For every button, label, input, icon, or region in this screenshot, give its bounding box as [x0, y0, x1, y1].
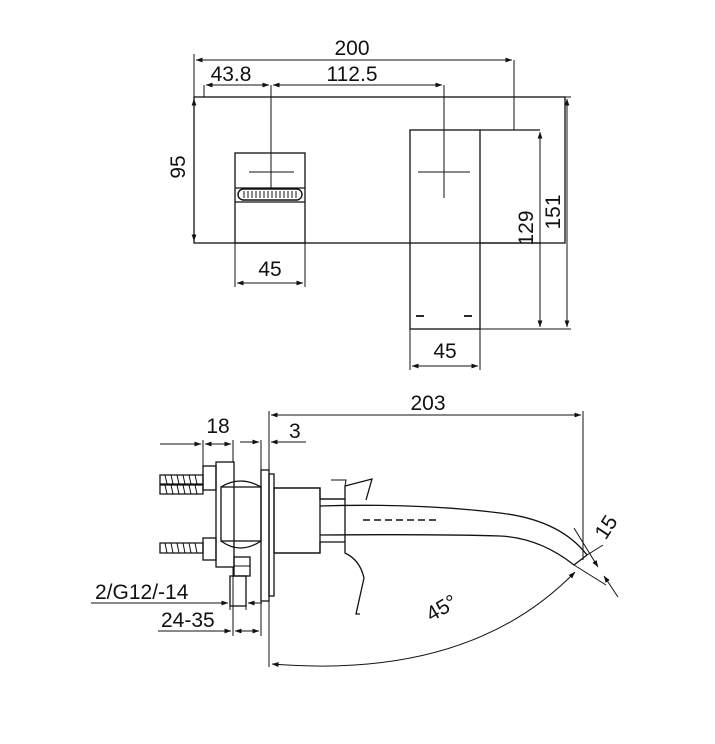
- bolt-mid-icon: [159, 484, 204, 495]
- bolt-top-icon: [159, 474, 204, 485]
- dim-spout-projection: 203: [268, 392, 584, 560]
- dim-spout-width: 45: [409, 329, 481, 370]
- dim-spout-drop-outer-label: 151: [542, 194, 565, 229]
- dim-body-depth: 18: [160, 415, 234, 466]
- dim-center-distance-label: 112.5: [327, 63, 378, 86]
- dim-handle-offset: 43.8: [203, 63, 270, 97]
- dim-thread-spec-label: 2/G12/-14: [95, 581, 189, 604]
- dim-outlet-size-label: 15: [591, 511, 623, 543]
- dim-thread-spec: 2/G12/-14: [91, 581, 262, 610]
- side-view: 203 18 3 2/G12/-14: [91, 392, 623, 667]
- spout-side: [273, 478, 588, 615]
- dim-outlet-size: 15: [573, 511, 623, 598]
- dim-spout-projection-label: 203: [410, 392, 445, 415]
- dim-body-depth-label: 18: [206, 415, 229, 438]
- mounting-bolts: [159, 474, 204, 554]
- dim-swivel-angle: 45°: [268, 571, 576, 667]
- dim-center-distance: 112.5: [272, 63, 443, 88]
- dim-spout-drop-inner: 129: [480, 131, 546, 330]
- dim-wall-range: 24-35: [158, 567, 262, 636]
- dim-spout-drop-outer: 151: [542, 96, 571, 330]
- front-view: 200 43.8 112.5 95 45 45: [167, 37, 571, 370]
- dim-plate-thickness-label: 3: [289, 420, 301, 443]
- dim-handle-width-label: 45: [258, 258, 281, 281]
- bolt-bottom-icon: [159, 542, 204, 554]
- handle-grip-icon: [237, 188, 303, 201]
- dim-swivel-angle-label: 45°: [422, 590, 461, 626]
- dim-overall-width: 200: [193, 37, 515, 130]
- handle-body: [234, 85, 306, 244]
- dim-overall-width-label: 200: [334, 37, 369, 60]
- dim-plate-height: 95: [167, 98, 197, 242]
- dim-wall-range-label: 24-35: [161, 609, 215, 632]
- valve-body: [202, 461, 275, 607]
- wall-plate: [193, 96, 566, 244]
- dim-spout-drop-inner-label: 129: [515, 210, 538, 245]
- dim-handle-width: 45: [234, 243, 306, 287]
- spout-front: [409, 85, 540, 330]
- dim-plate-thickness: 3: [240, 420, 306, 470]
- dim-handle-offset-label: 43.8: [211, 63, 252, 86]
- dim-spout-width-label: 45: [433, 340, 456, 363]
- dim-plate-height-label: 95: [167, 155, 190, 178]
